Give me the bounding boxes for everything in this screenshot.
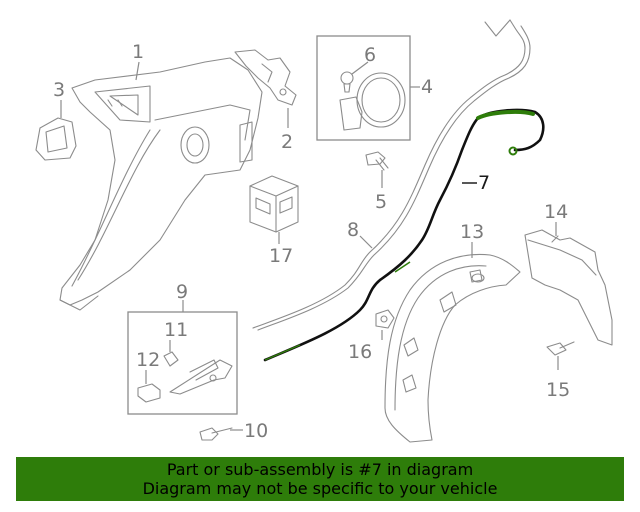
callout-6: 6 [364, 44, 376, 66]
callout-14: 14 [544, 201, 568, 223]
part-9-box [127, 311, 238, 415]
banner-line-1: Part or sub-assembly is #7 in diagram [166, 460, 474, 479]
callout-15: 15 [546, 379, 570, 401]
block-17-part [249, 175, 299, 233]
latch-assembly-part [137, 351, 233, 403]
callout-3: 3 [53, 79, 65, 101]
mud-guard-14-part [524, 229, 613, 346]
screw-15-part [546, 341, 575, 356]
callout-8: 8 [347, 219, 359, 241]
part-4-box [316, 35, 411, 141]
callout-2: 2 [281, 131, 293, 153]
callout-17: 17 [269, 245, 293, 267]
banner-line-2: Diagram may not be specific to your vehi… [142, 479, 498, 498]
bolt-10-part [199, 427, 233, 441]
quarter-panel-part [59, 57, 263, 311]
bracket-part [234, 49, 297, 106]
fuel-housing-part [35, 117, 77, 161]
callout-9: 9 [176, 281, 188, 303]
callout-16: 16 [348, 341, 372, 363]
tube-8-part [252, 19, 531, 331]
wheel-liner-13-part [384, 253, 521, 443]
clip-16-part [375, 309, 395, 329]
parts-diagram: 1 2 3 4 6 5 17 [35, 19, 613, 443]
callout-7: 7 [478, 172, 490, 194]
callout-4: 4 [421, 76, 433, 98]
callout-10: 10 [244, 420, 268, 442]
callout-12: 12 [136, 349, 160, 371]
callout-11: 11 [164, 319, 188, 341]
bolt-5-part [365, 151, 389, 171]
fuel-door-part [339, 71, 406, 131]
cable-7-highlighted-part [263, 108, 545, 362]
callout-1: 1 [132, 41, 144, 63]
callout-5: 5 [375, 191, 387, 213]
part-notice-banner: Part or sub-assembly is #7 in diagram Di… [16, 457, 624, 501]
callout-13: 13 [460, 221, 484, 243]
